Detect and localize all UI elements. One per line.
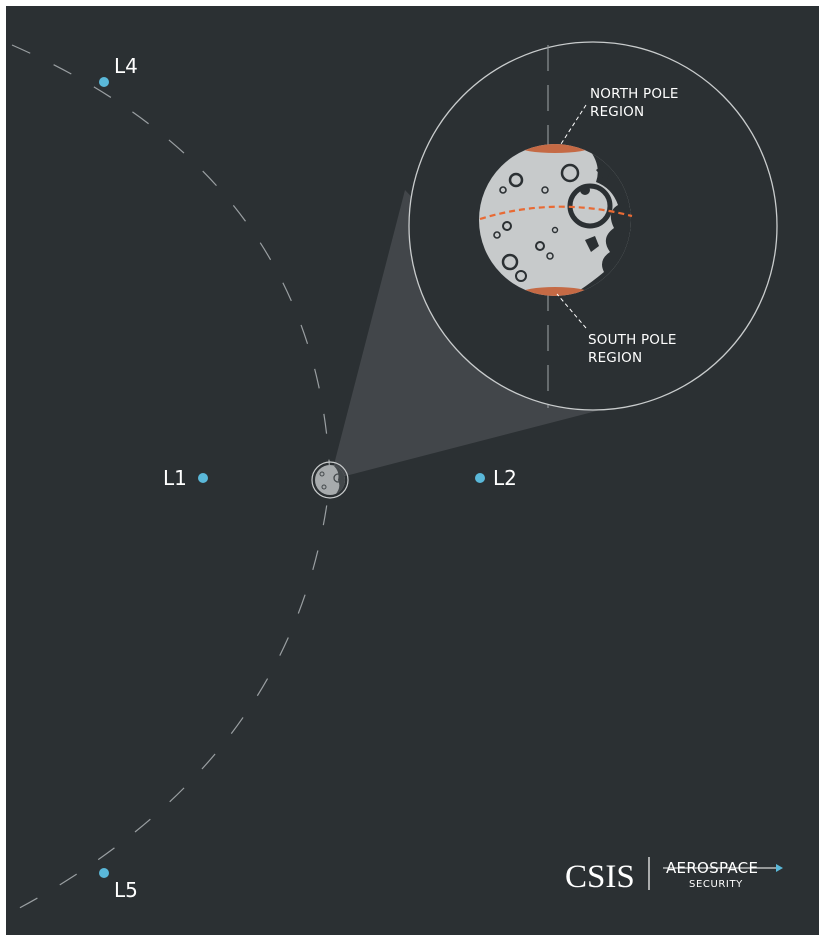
north-pole-label-1: NORTH POLE — [590, 86, 679, 102]
lunar-orbit-arc — [11, 44, 331, 913]
csis-wordmark: CSIS — [565, 859, 635, 895]
south-pole-label-2: REGION — [588, 350, 642, 366]
csis-aerospace-logo: CSIS AEROSPACE SECURITY — [565, 857, 783, 895]
l1-point — [198, 473, 208, 483]
moon-small — [311, 461, 349, 499]
aerospace-arrow-icon — [776, 864, 783, 872]
l4-label: L4 — [114, 54, 138, 78]
l2-point — [475, 473, 485, 483]
north-pole-label-2: REGION — [590, 104, 644, 120]
south-pole-pointer — [556, 293, 587, 329]
l5-label: L5 — [114, 878, 138, 902]
north-pole-pointer — [560, 104, 587, 145]
equator-line — [479, 205, 633, 221]
security-wordmark: SECURITY — [689, 879, 743, 890]
l1-label: L1 — [163, 466, 187, 490]
l2-label: L2 — [493, 466, 517, 490]
south-pole-label-1: SOUTH POLE — [588, 332, 677, 348]
l4-point — [99, 77, 109, 87]
l5-point — [99, 868, 109, 878]
